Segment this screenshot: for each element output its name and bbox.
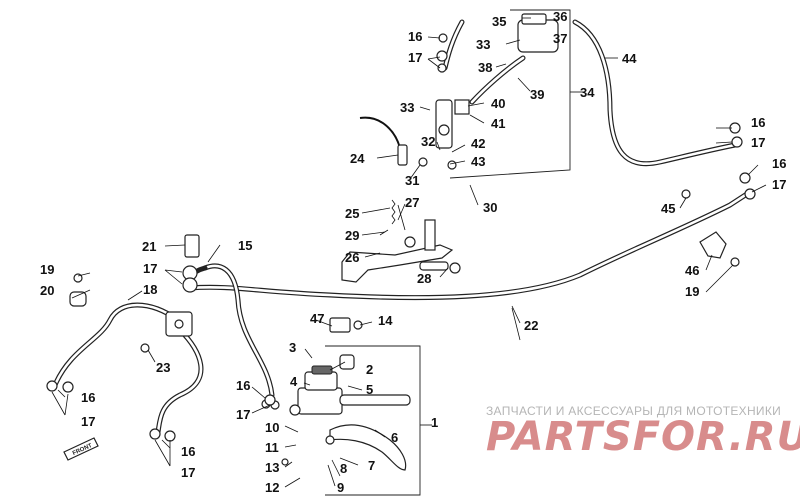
watermark-caption: ЗАПЧАСТИ И АКСЕССУАРЫ ДЛЯ МОТОТЕХНИКИ xyxy=(486,404,782,418)
callout-38: 38 xyxy=(478,60,492,75)
callout-15: 15 xyxy=(238,238,252,253)
callout-16-top: 16 xyxy=(408,29,422,44)
callout-16-mid: 16 xyxy=(236,378,250,393)
callout-45: 45 xyxy=(661,201,675,216)
callout-33-lower: 33 xyxy=(400,100,414,115)
callout-34: 34 xyxy=(580,85,595,100)
callout-43: 43 xyxy=(471,154,485,169)
callout-32: 32 xyxy=(421,134,435,149)
callout-28: 28 xyxy=(417,271,431,286)
callout-17-mid: 17 xyxy=(236,407,250,422)
callout-29: 29 xyxy=(345,228,359,243)
callout-31: 31 xyxy=(405,173,419,188)
callout-6: 6 xyxy=(391,430,398,445)
callout-17-right-a: 17 xyxy=(751,135,765,150)
front-master-cylinder xyxy=(297,387,343,415)
callout-11: 11 xyxy=(265,440,279,455)
callout-44: 44 xyxy=(622,51,637,66)
callout-17-right-b: 17 xyxy=(772,177,786,192)
parts xyxy=(46,13,756,471)
callout-14: 14 xyxy=(378,313,393,328)
front-direction-tag: FRONT xyxy=(63,437,99,461)
callout-23: 23 xyxy=(156,360,170,375)
callout-25: 25 xyxy=(345,206,359,221)
callout-17-upper-left: 17 xyxy=(143,261,157,276)
callout-12: 12 xyxy=(265,480,279,495)
watermark-logo: PARTSFOR.RU xyxy=(486,414,800,460)
callout-37: 37 xyxy=(553,31,567,46)
callout-24: 24 xyxy=(350,151,365,166)
callout-16-left-b: 16 xyxy=(181,444,195,459)
callout-5: 5 xyxy=(366,382,373,397)
callout-1: 1 xyxy=(431,415,438,430)
brake-pedal xyxy=(341,244,454,283)
callout-35: 35 xyxy=(492,14,506,29)
callout-46: 46 xyxy=(685,263,699,278)
callout-17-left-b: 17 xyxy=(181,465,195,480)
watermark-logo-main: PARTS xyxy=(486,414,633,460)
callout-labels: 1 2 3 4 5 6 7 8 9 10 11 12 13 14 15 16 1… xyxy=(40,9,786,495)
callout-3: 3 xyxy=(289,340,296,355)
callout-26: 26 xyxy=(345,250,359,265)
callout-18: 18 xyxy=(143,282,157,297)
rear-master-cylinder xyxy=(435,99,453,149)
brake-hoses xyxy=(52,19,753,435)
brake-lever xyxy=(329,424,407,471)
callout-16-right-a: 16 xyxy=(751,115,765,130)
callout-21: 21 xyxy=(142,239,156,254)
callout-27: 27 xyxy=(405,195,419,210)
callout-41: 41 xyxy=(491,116,505,131)
callout-2: 2 xyxy=(366,362,373,377)
callout-19-right: 19 xyxy=(685,284,699,299)
hose-clamp xyxy=(69,291,87,307)
callout-39: 39 xyxy=(530,87,544,102)
callout-17-left-a: 17 xyxy=(81,414,95,429)
callout-9: 9 xyxy=(337,480,344,495)
callout-4: 4 xyxy=(290,374,298,389)
group-brackets xyxy=(325,9,585,496)
callout-40: 40 xyxy=(491,96,505,111)
callout-33-upper: 33 xyxy=(476,37,490,52)
callout-8: 8 xyxy=(340,461,347,476)
callout-7: 7 xyxy=(368,458,375,473)
hose-guide xyxy=(699,231,727,259)
callout-13: 13 xyxy=(265,460,279,475)
callout-47: 47 xyxy=(310,311,324,326)
callout-30: 30 xyxy=(483,200,497,215)
callout-36: 36 xyxy=(553,9,567,24)
callout-16-left-a: 16 xyxy=(81,390,95,405)
callout-20: 20 xyxy=(40,283,54,298)
callout-10: 10 xyxy=(265,420,279,435)
callout-16-right-b: 16 xyxy=(772,156,786,171)
callout-19-left: 19 xyxy=(40,262,54,277)
leader-lines xyxy=(51,17,767,488)
reservoir xyxy=(517,19,559,53)
callout-42: 42 xyxy=(471,136,485,151)
watermark-logo-tail: .RU xyxy=(728,414,800,460)
callout-17-top: 17 xyxy=(408,50,422,65)
watermark-logo-accent: FOR xyxy=(632,414,729,460)
callout-22: 22 xyxy=(524,318,538,333)
